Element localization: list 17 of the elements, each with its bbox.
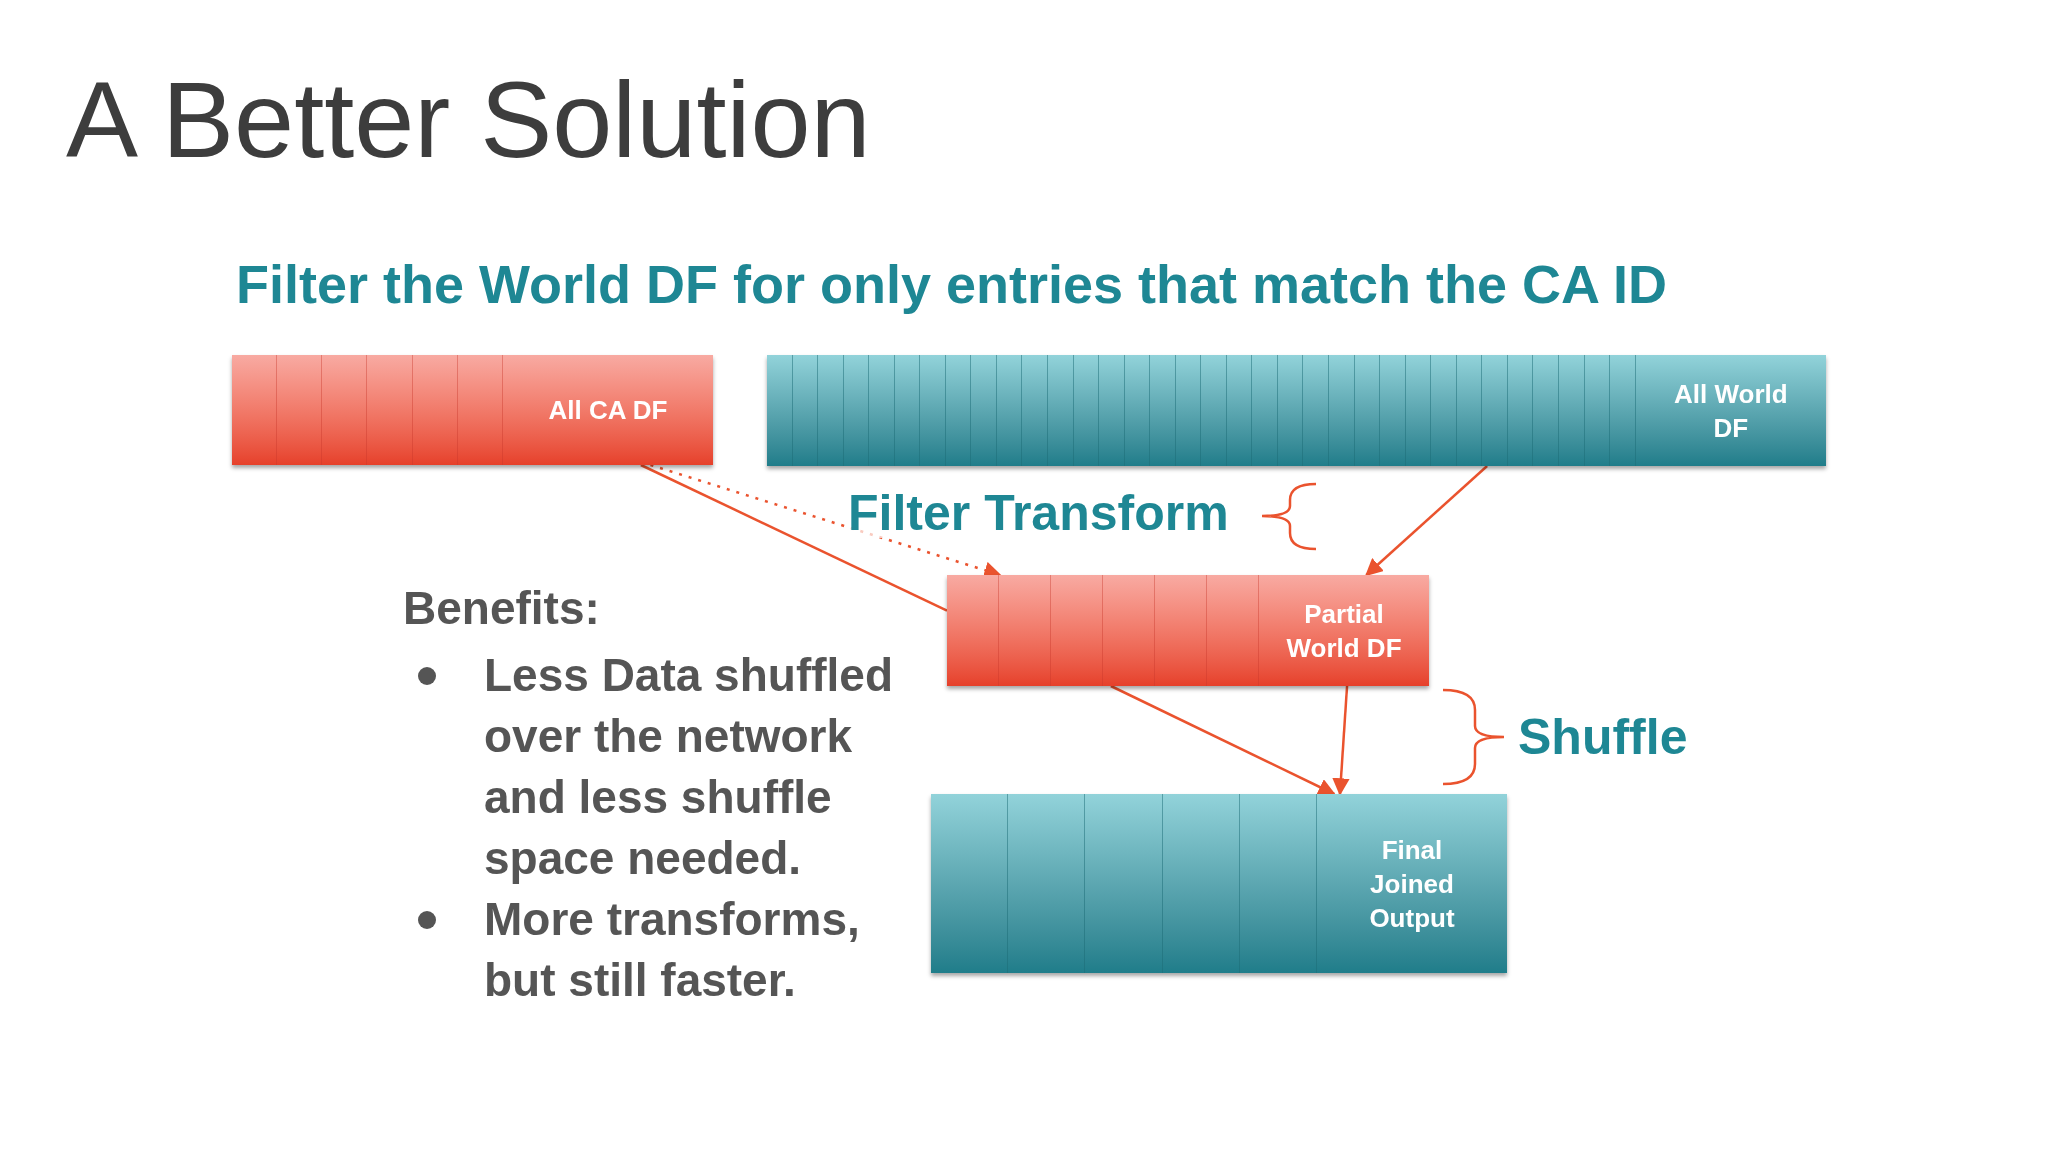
bullet-text: More transforms, but still faster. — [484, 892, 861, 1008]
dataframe-block — [767, 355, 1826, 466]
title: A Better Solution — [66, 66, 871, 174]
benefits-heading: Benefits: — [403, 585, 600, 631]
subtitle: Filter the World DF for only entries that match the CA ID — [236, 253, 1668, 316]
arrow — [1110, 684, 1336, 796]
arrow — [1365, 465, 1488, 577]
block-label: Final Joined Output — [1368, 833, 1456, 935]
bullet-text: Less Data shuffled over the network and less shuffle space needed. — [484, 648, 894, 886]
arrow — [1332, 685, 1350, 796]
dataframe-block — [947, 575, 1429, 686]
block-label: All World DF — [1673, 377, 1789, 445]
dataframe-block — [931, 794, 1507, 973]
block-label: Partial World DF — [1285, 597, 1403, 665]
brace-label: Shuffle — [1518, 712, 1688, 762]
block-label: All CA DF — [548, 394, 668, 427]
dataframe-block — [232, 355, 713, 465]
